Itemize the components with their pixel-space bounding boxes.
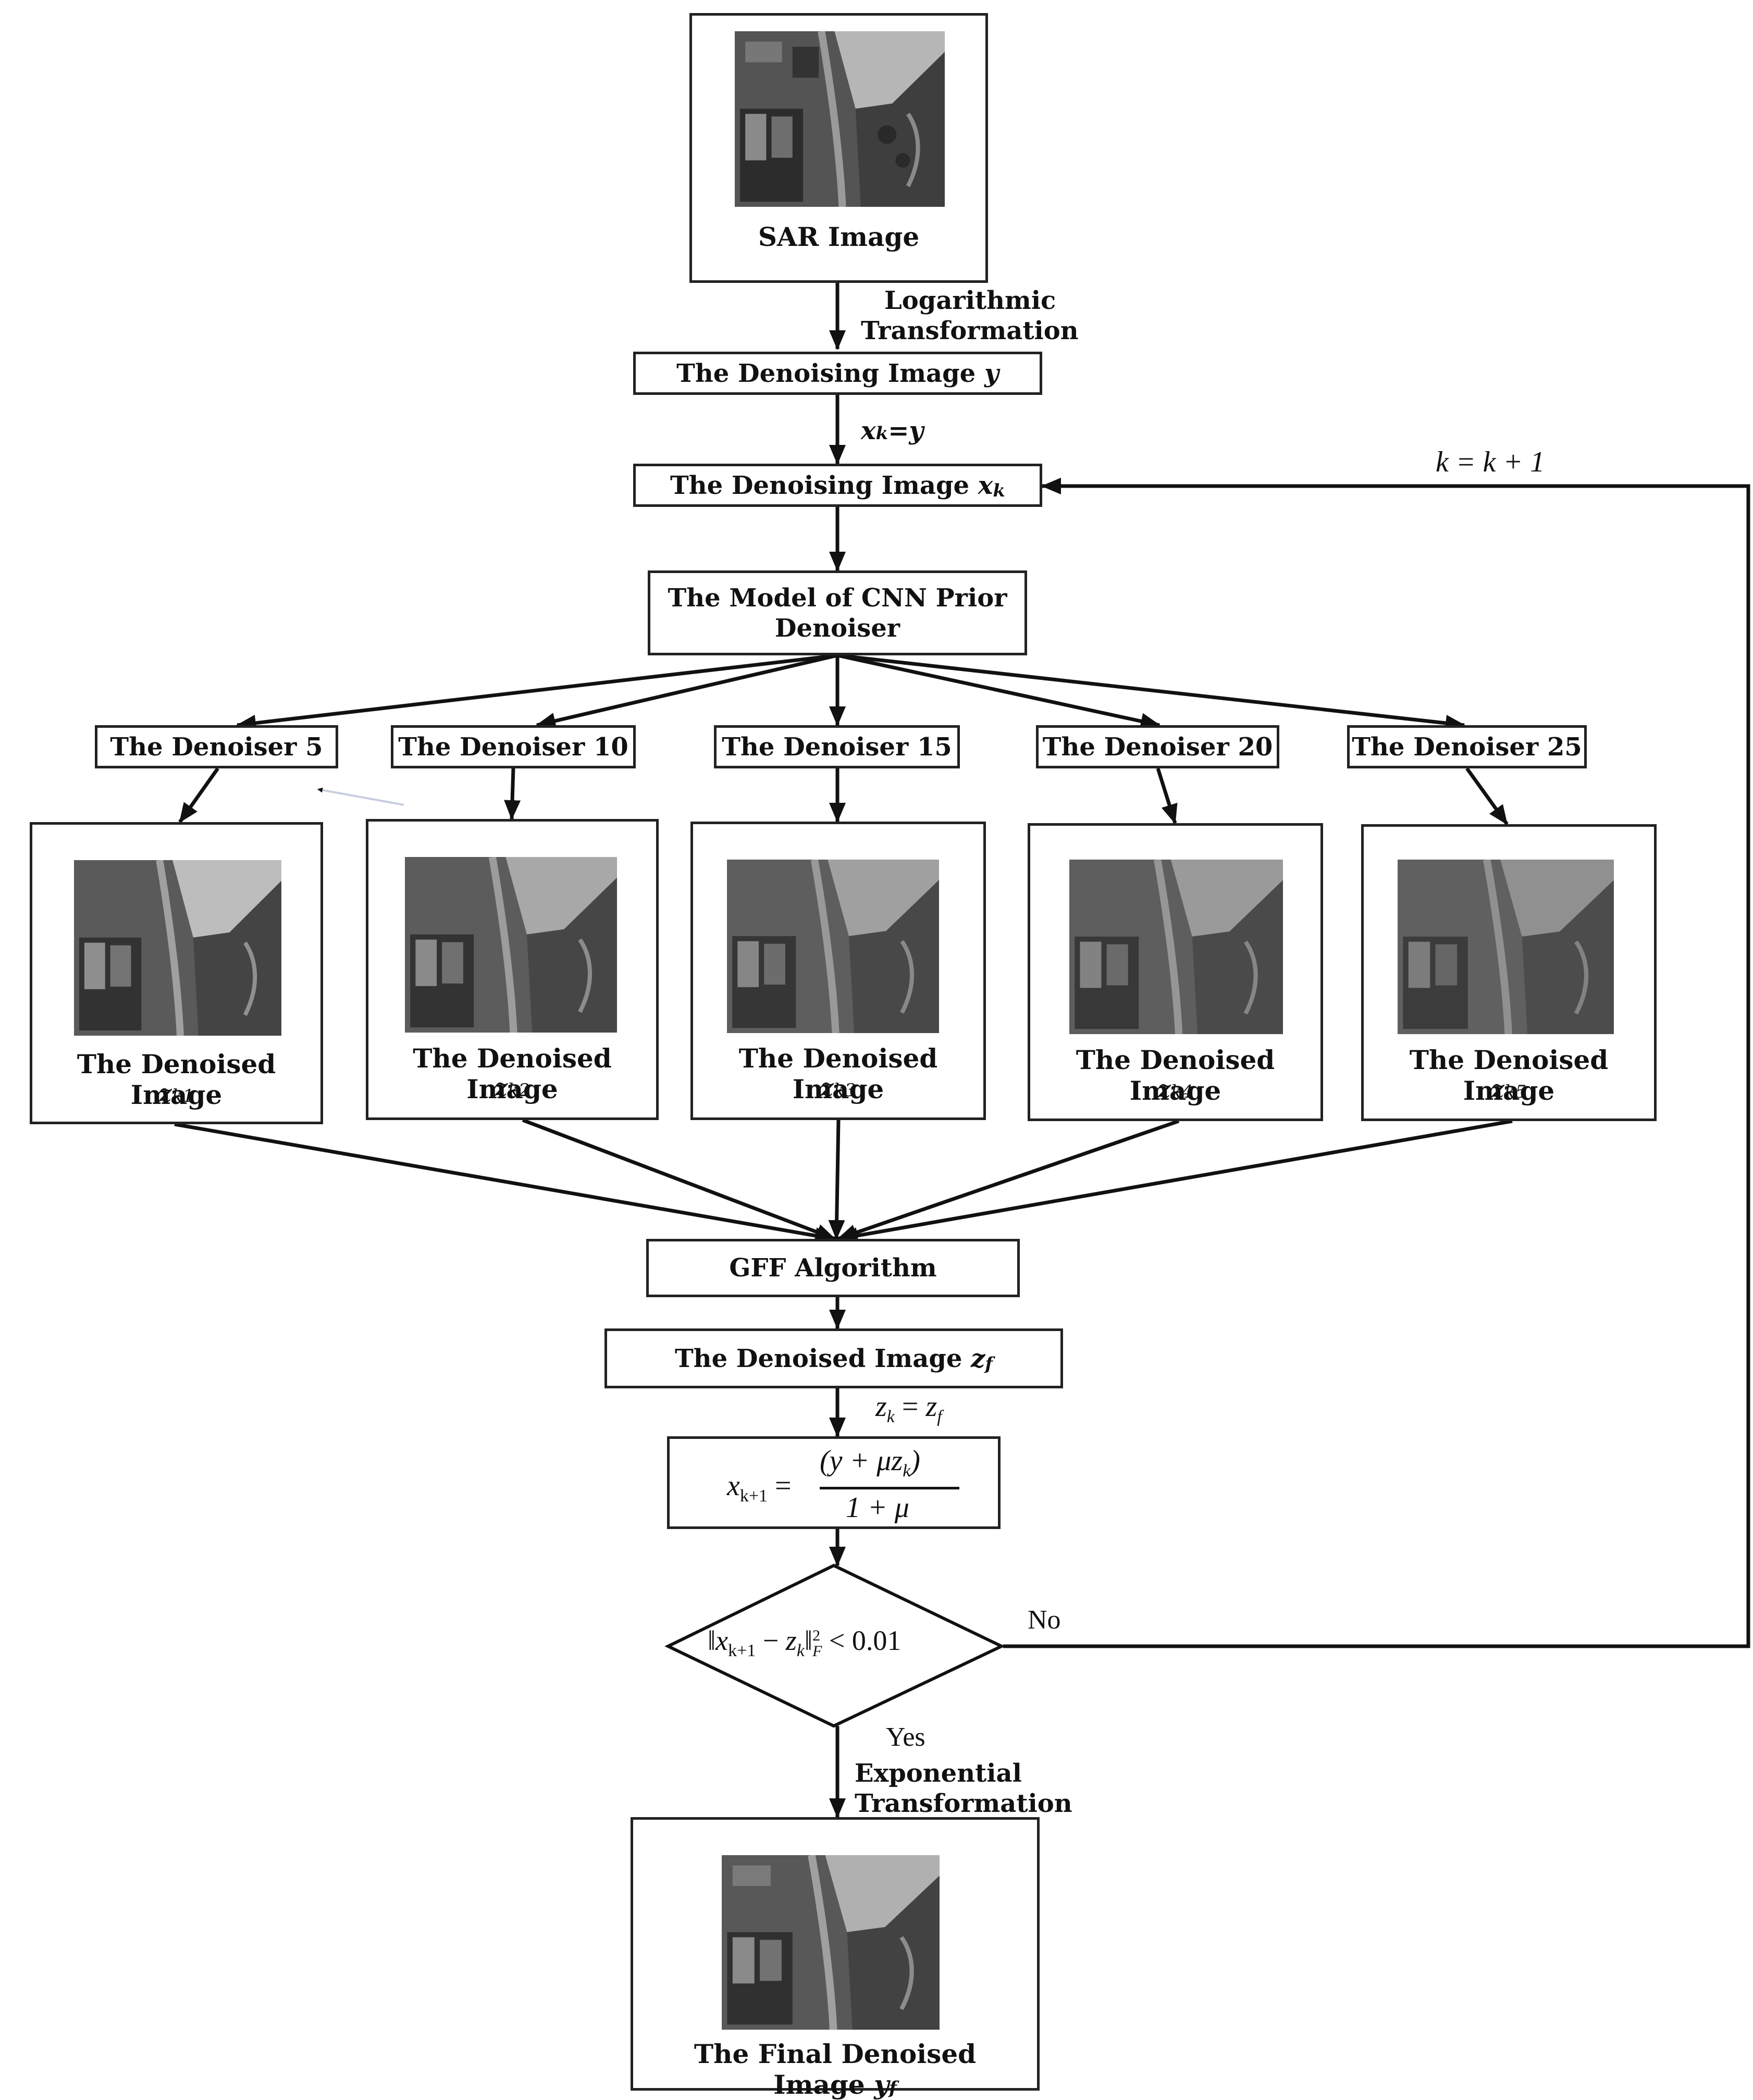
denoised-image-k4-thumbnail [1069,860,1283,1034]
denoiser-10-label: The Denoiser 10 [398,732,628,762]
arrow-cnn-to-d4 [837,653,1161,730]
arrow-img4-to-gff [837,1119,1180,1241]
sar-image-node: SAR Image [689,13,988,283]
arrow-d5-to-img5 [1465,767,1509,826]
denoised-image-k4-node: The Denoised Image zk4 [1028,823,1323,1121]
aerial-image [727,860,939,1033]
log-transform-line1: Logarithmic [884,286,1056,315]
arrow-img2-to-gff [522,1118,836,1241]
yes-label: Yes [886,1722,925,1752]
denoiser-15-node: The Denoiser 15 [714,725,960,768]
log-transform-line2: Transformation [861,316,1079,345]
xk-equals-y-label: xk=y [861,416,924,445]
denoised-image-k3-var: zk3 [820,1073,856,1102]
arrow-img1-to-gff [174,1122,835,1244]
denoised-image-k2-var: zk2 [495,1073,530,1102]
denoised-image-k5-var: zk5 [1491,1075,1527,1104]
zk-equals-zf-label: zk = zf [875,1390,942,1427]
log-transform-label: Logarithmic Transformation [861,285,1079,346]
denoised-image-k5-label: The Denoised Image [1409,1045,1609,1106]
denoised-image-k4-label: The Denoised Image [1076,1045,1275,1106]
denoised-image-k2-node: The Denoised Image zk2 [366,819,659,1120]
update-formula-lhs: xk+1 = [727,1470,792,1506]
cnn-prior-model-node: The Model of CNN Prior Denoiser [648,570,1027,655]
denoiser-10-node: The Denoiser 10 [391,725,636,768]
sar-image-thumbnail [735,31,945,207]
denoising-image-y-node: The Denoising Image y [633,352,1042,395]
cnn-prior-model-label: The Model of CNN Prior Denoiser [668,583,1007,643]
denoiser-25-node: The Denoiser 25 [1347,725,1587,768]
update-formula-node: xk+1 = (y + μzk) 1 + μ [667,1436,1001,1529]
gff-algorithm-label: GFF Algorithm [729,1253,937,1283]
denoised-image-k1-node: The Denoised Image zk1 [30,822,323,1124]
denoised-image-k5-thumbnail [1398,860,1614,1034]
denoised-image-k1-label: The Denoised Image [77,1049,276,1110]
denoiser-20-node: The Denoiser 20 [1036,725,1279,768]
gff-algorithm-node: GFF Algorithm [646,1239,1020,1297]
denoised-image-k5-node: The Denoised Image zk5 [1361,824,1657,1121]
aerial-image [722,1855,940,2030]
exp-transform-line2: Transformation [855,1789,1072,1818]
denoised-image-k2-label: The Denoised Image [413,1043,612,1104]
final-denoised-image-node: The Final Denoised Image yf [631,1817,1040,2100]
faint-arrow [317,787,404,806]
arrow-cnn-to-d5 [837,653,1465,731]
exp-transform-line1: Exponential [855,1759,1022,1788]
arrow-img3-to-gff [828,1120,845,1240]
aerial-image [1069,860,1283,1034]
denoiser-5-label: The Denoiser 5 [110,732,323,762]
k-increment-label: k = k + 1 [1436,446,1545,478]
aerial-image [1398,860,1614,1034]
denoising-image-y-label: The Denoising Image y [676,358,999,388]
update-formula-denominator: 1 + μ [846,1492,909,1524]
denoiser-20-label: The Denoiser 20 [1042,732,1273,762]
aerial-image [74,860,281,1036]
arrow-img5-to-gff [838,1119,1513,1244]
aerial-image [735,31,945,207]
update-formula-numerator: (y + μzk) [820,1445,920,1481]
denoised-image-k3-node: The Denoised Image zk3 [690,822,986,1120]
arrow-cnn-to-d1 [236,653,838,731]
denoised-image-k1-var: zk1 [158,1079,194,1108]
denoised-image-k1-thumbnail [74,860,281,1036]
denoiser-15-label: The Denoiser 15 [722,732,952,762]
arrow-d2-to-img2 [504,768,521,820]
denoiser-25-label: The Denoiser 25 [1352,732,1582,762]
arrow-cnn-to-d2 [536,653,838,729]
fraction-bar [820,1487,959,1489]
sar-image-label: SAR Image [758,221,920,252]
denoised-image-k3-label: The Denoised Image [738,1043,938,1104]
aerial-image [405,857,617,1033]
denoised-image-k4-var: zk4 [1157,1075,1193,1104]
exp-transform-label: Exponential Transformation [855,1758,1072,1819]
arrow-d1-to-img1 [178,767,219,824]
denoised-image-k2-thumbnail [405,857,617,1033]
final-image-thumbnail [722,1855,940,2030]
denoiser-5-node: The Denoiser 5 [95,725,338,768]
arrow-d4-to-img4 [1156,767,1178,824]
no-label: No [1028,1605,1061,1635]
denoised-image-k3-thumbnail [727,860,939,1033]
final-denoised-image-label: The Final Denoised Image yf [694,2039,977,2100]
